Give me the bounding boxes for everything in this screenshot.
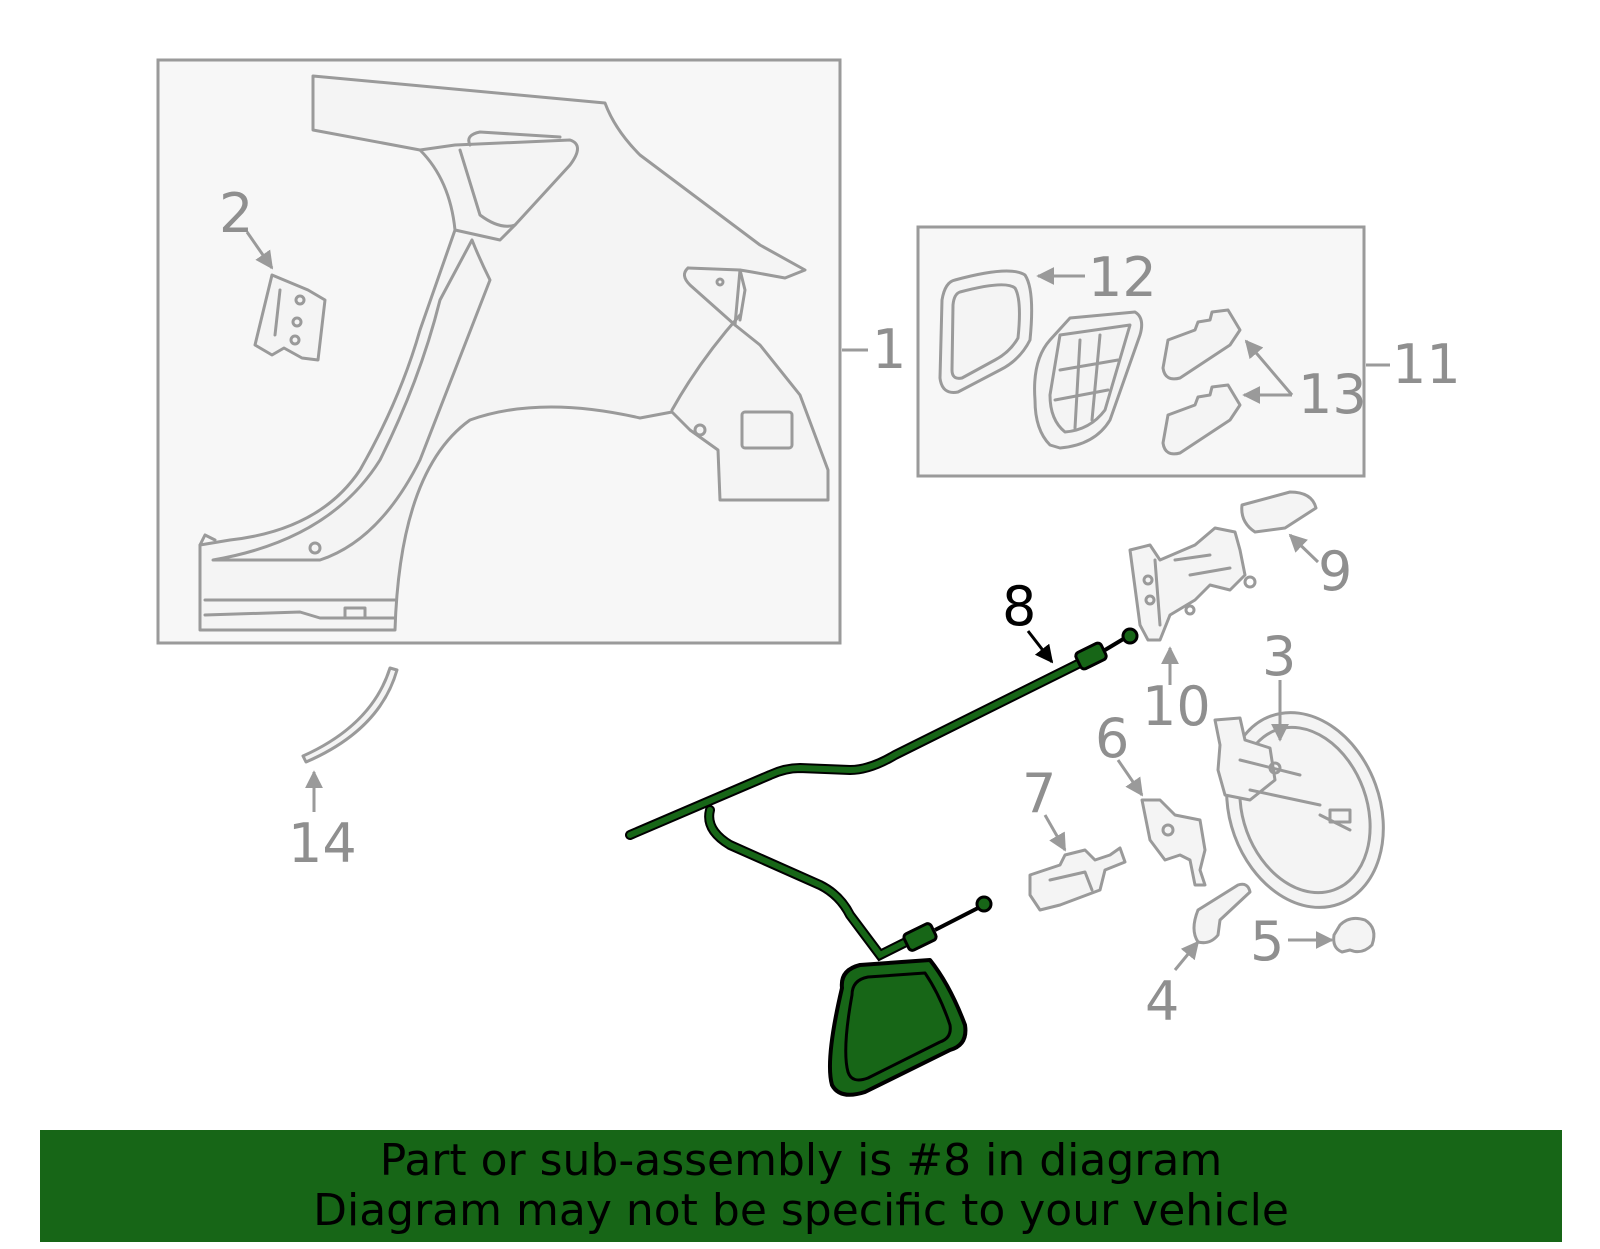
part-14-molding [301, 666, 399, 764]
part-7-actuator [1028, 846, 1127, 912]
callout-9: 9 [1318, 540, 1352, 603]
part-4-bolt [1192, 882, 1252, 945]
quarter-panel-drawing [198, 74, 830, 632]
callout-10: 10 [1142, 675, 1211, 738]
part-8-cable [625, 627, 1139, 1097]
part-2-bracket [253, 273, 327, 362]
callout-7: 7 [1022, 762, 1056, 825]
callout-3: 3 [1262, 625, 1296, 688]
info-banner: Part or sub-assembly is #8 in diagram Di… [40, 1130, 1562, 1242]
callout-11: 11 [1392, 333, 1461, 396]
part-3-fuel-door [1213, 711, 1385, 909]
callout-13: 13 [1298, 363, 1367, 426]
callout-14: 14 [288, 812, 357, 875]
part-12-gasket [938, 269, 1034, 394]
part-6-bracket [1140, 798, 1207, 887]
callout-6: 6 [1095, 707, 1129, 770]
part-9-bumper [1240, 490, 1318, 534]
banner-line-1: Part or sub-assembly is #8 in diagram [379, 1135, 1223, 1186]
part-10-actuator [1128, 526, 1257, 642]
callout-2: 2 [219, 182, 253, 245]
callout-5: 5 [1250, 910, 1284, 973]
callout-12: 12 [1088, 246, 1157, 309]
fuel-door-housing-box [916, 225, 1366, 478]
banner-line-2: Diagram may not be specific to your vehi… [313, 1185, 1289, 1236]
callout-8: 8 [1002, 575, 1036, 638]
part-13-clips [1161, 308, 1242, 456]
callout-1: 1 [872, 318, 906, 381]
part-11-housing [1033, 310, 1144, 450]
part-5-clip [1332, 916, 1376, 954]
callout-4: 4 [1145, 970, 1179, 1033]
